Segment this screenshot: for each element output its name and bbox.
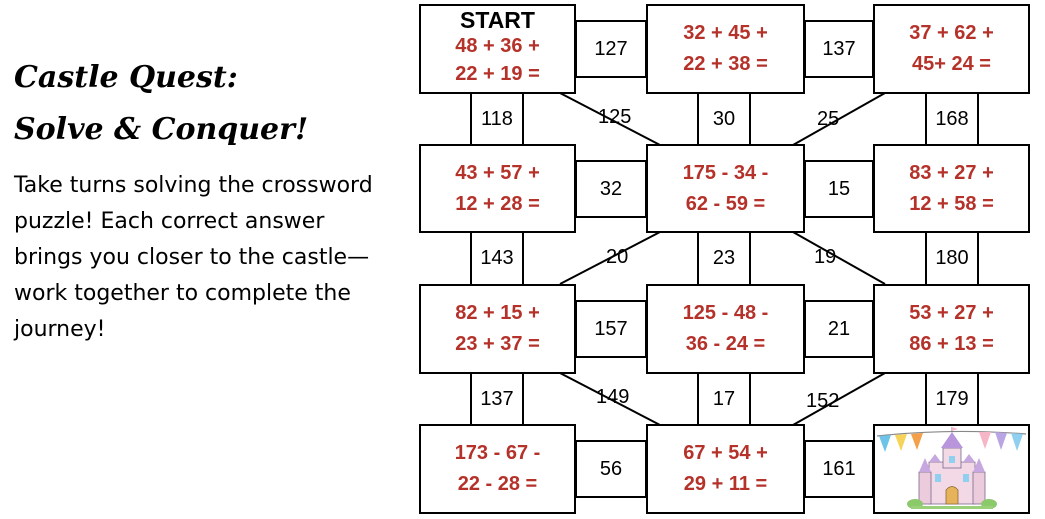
instructions-text: Take turns solving the crossword puzzle!…: [14, 173, 373, 342]
path-c2-r2-r3: 23: [697, 232, 751, 284]
diag-line: [792, 92, 886, 146]
diag-line: [559, 372, 661, 426]
equation-line: 125 - 48 -: [682, 302, 769, 324]
path-c1-r2-r3: 143: [470, 232, 524, 284]
equation-line: 22 - 28 =: [457, 473, 538, 495]
title-line-2: Solve & Conquer!: [14, 112, 309, 147]
path-diag-r1-right: 25: [817, 108, 840, 130]
equation-line: 62 - 59 =: [685, 192, 766, 215]
puzzle-box-r4c2: 67 + 54 + 29 + 11 =: [646, 424, 805, 514]
path-r4-c2-c3: 161: [804, 440, 874, 498]
path-c1-r1-r2: 118: [470, 93, 524, 145]
path-diag-r3-right: 152: [806, 390, 840, 412]
path-diag-r2-left: 20: [606, 246, 629, 268]
equation-line: 36 - 24 =: [685, 333, 766, 355]
page-title: Castle Quest: Solve & Conquer!: [14, 52, 394, 156]
equation-line: 22 + 38 =: [683, 53, 768, 75]
path-c3-r1-r2: 168: [925, 93, 979, 145]
equation-line: 29 + 11 =: [683, 473, 768, 495]
path-r3-c1-c2: 157: [575, 300, 647, 358]
equation-line: 12 + 58 =: [909, 192, 994, 215]
path-r2-c2-c3: 15: [804, 160, 874, 218]
path-r2-c1-c2: 32: [575, 160, 647, 218]
equation-line: 23 + 37 =: [455, 333, 540, 355]
path-diag-r2-right: 19: [814, 246, 837, 268]
castle-finish-box: [873, 424, 1030, 514]
path-c3-r3-r4: 179: [925, 373, 979, 425]
diag-line: [559, 231, 661, 285]
diag-line: [792, 372, 886, 426]
equation-line: 86 + 13 =: [909, 333, 994, 355]
diag-line: [559, 92, 661, 146]
path-c1-r3-r4: 137: [470, 373, 524, 425]
puzzle-box-r3c2: 125 - 48 - 36 - 24 =: [646, 284, 805, 374]
equation-line: 37 + 62 +: [909, 22, 994, 44]
equation-line: 175 - 34 -: [682, 161, 769, 184]
path-c2-r1-r2: 30: [697, 93, 751, 145]
puzzle-box-r3c3: 53 + 27 + 86 + 13 =: [873, 284, 1030, 374]
equation-line: 45+ 24 =: [912, 53, 991, 75]
equation-line: 12 + 28 =: [455, 192, 540, 215]
puzzle-box-r3c1: 82 + 15 + 23 + 37 =: [419, 284, 576, 374]
equation-line: 67 + 54 +: [683, 442, 768, 464]
equation-line: 53 + 27 +: [909, 302, 994, 324]
equation-line: 173 - 67 -: [454, 442, 541, 464]
equation-line: 83 + 27 +: [909, 161, 994, 184]
equation-line: 32 + 45 +: [683, 22, 768, 44]
puzzle-box-r1c2: 32 + 45 + 22 + 38 =: [646, 4, 805, 94]
castle-with-bunting-icon: [876, 427, 1027, 509]
puzzle-box-r2c2: 175 - 34 - 62 - 59 =: [646, 144, 805, 233]
puzzle-box-r2c3: 83 + 27 + 12 + 58 =: [873, 144, 1030, 233]
equation-line: 22 + 19 =: [455, 63, 540, 85]
start-box: START 48 + 36 + 22 + 19 =: [419, 4, 576, 94]
path-c2-r3-r4: 17: [697, 373, 751, 425]
path-diag-r3-left: 149: [596, 386, 630, 408]
title-line-1: Castle Quest:: [14, 60, 238, 95]
puzzle-box-r1c3: 37 + 62 + 45+ 24 =: [873, 4, 1030, 94]
path-c3-r2-r3: 180: [925, 232, 979, 284]
path-r4-c1-c2: 56: [575, 440, 647, 498]
start-label: START: [460, 7, 535, 33]
equation-line: 82 + 15 +: [455, 302, 540, 324]
puzzle-box-r2c1: 43 + 57 + 12 + 28 =: [419, 144, 576, 233]
path-r1-c2-c3: 137: [804, 20, 874, 78]
equation-line: 43 + 57 +: [455, 161, 540, 184]
puzzle-box-r4c1: 173 - 67 - 22 - 28 =: [419, 424, 576, 514]
path-r3-c2-c3: 21: [804, 300, 874, 358]
equation-line: 48 + 36 +: [455, 35, 540, 57]
path-diag-r1-left: 125: [598, 106, 632, 128]
diag-line: [792, 231, 886, 285]
path-r1-c1-c2: 127: [575, 20, 647, 78]
